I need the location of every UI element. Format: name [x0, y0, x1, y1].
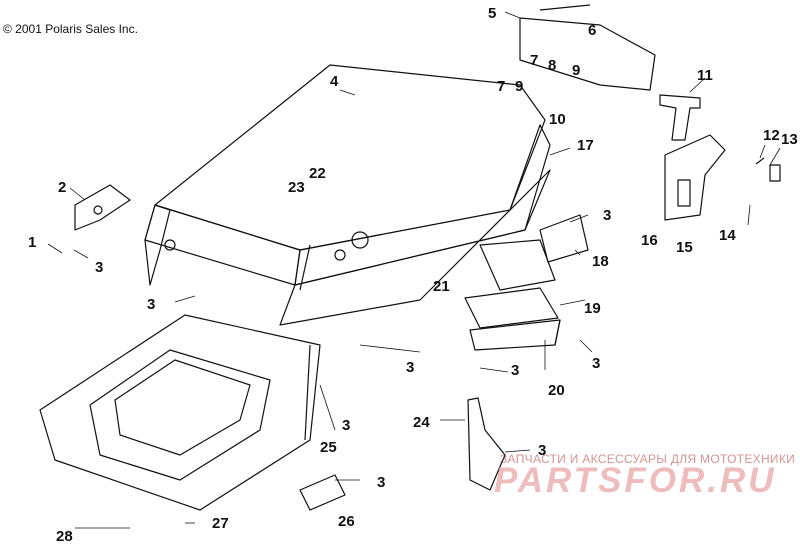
callout-12: 12: [763, 127, 780, 144]
callout-23: 23: [288, 179, 305, 196]
leader-lines: [47, 11, 781, 529]
side-bracket-part: [664, 134, 726, 221]
callout-24: 24: [413, 414, 430, 431]
callout-7: 7: [497, 78, 505, 95]
callout-3: 3: [406, 359, 414, 376]
callout-14: 14: [719, 227, 736, 244]
footrest-parts: [464, 214, 589, 351]
tunnel-part: [144, 64, 551, 326]
callout-20: 20: [548, 382, 565, 399]
callout-3: 3: [511, 362, 519, 379]
callout-10: 10: [549, 111, 566, 128]
callout-3: 3: [95, 259, 103, 276]
callout-6: 6: [588, 22, 596, 39]
callout-3: 3: [377, 474, 385, 491]
watermark-subtitle: ЗАПЧАСТИ И АКСЕССУАРЫ ДЛЯ МОТОТЕХНИКИ: [500, 452, 796, 466]
callout-7: 7: [530, 52, 538, 69]
callout-3: 3: [538, 442, 546, 459]
callout-4: 4: [330, 73, 339, 90]
callout-8: 8: [548, 57, 556, 74]
callout-27: 27: [212, 515, 229, 532]
mount-bracket-part: [74, 184, 131, 231]
callout-3: 3: [603, 207, 611, 224]
callout-21: 21: [433, 278, 450, 295]
callout-25: 25: [320, 439, 337, 456]
callout-15: 15: [676, 239, 693, 256]
handle-part: [659, 94, 781, 182]
callout-13: 13: [781, 131, 798, 148]
callout-3: 3: [147, 296, 155, 313]
callout-3: 3: [592, 355, 600, 372]
callout-1: 1: [28, 234, 36, 251]
copyright-text: © 2001 Polaris Sales Inc.: [3, 22, 138, 36]
callout-17: 17: [577, 137, 594, 154]
lower-bracket-part: [467, 397, 506, 491]
callout-9: 9: [572, 62, 580, 79]
callout-18: 18: [592, 253, 609, 270]
callout-16: 16: [641, 232, 658, 249]
callout-3: 3: [342, 417, 350, 434]
watermark-logo: PARTSFOR.RU: [494, 461, 777, 500]
callout-2: 2: [58, 179, 66, 196]
callout-11: 11: [697, 67, 713, 84]
rear-extension-part: [519, 4, 656, 91]
callout-28: 28: [56, 528, 73, 545]
callout-9: 9: [515, 78, 523, 95]
chassis-part: [39, 314, 321, 511]
callout-22: 22: [309, 165, 326, 182]
callout-5: 5: [488, 5, 496, 22]
small-plate-part: [299, 474, 346, 511]
callout-19: 19: [584, 300, 601, 317]
callout-26: 26: [338, 513, 355, 530]
